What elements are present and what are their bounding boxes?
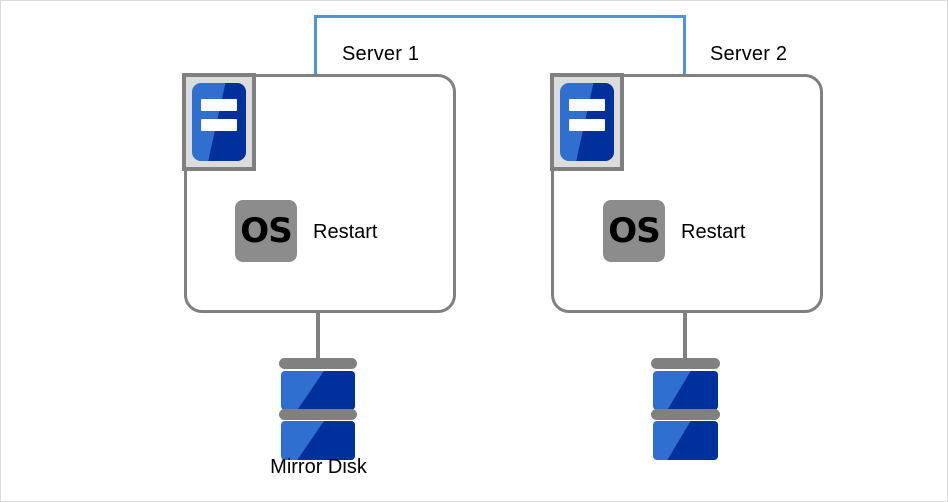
server-2-label: Server 2 bbox=[710, 43, 788, 65]
server-1-blade-icon bbox=[182, 73, 256, 171]
server-2-os-status: Restart bbox=[681, 221, 746, 243]
server-2-box bbox=[551, 74, 823, 313]
blade-body bbox=[192, 83, 246, 161]
blade-slot-bottom bbox=[201, 119, 237, 131]
server-2-blade-icon bbox=[550, 73, 624, 171]
disk-platter-shade bbox=[297, 371, 355, 410]
disk-platter-top bbox=[281, 371, 355, 410]
disk-platter-shade bbox=[667, 371, 718, 410]
disk-bar-top bbox=[279, 358, 357, 369]
disk-bar-top bbox=[651, 358, 720, 369]
disk-bar-middle bbox=[651, 409, 720, 420]
server-2-os-icon: OS bbox=[603, 200, 665, 262]
server-1-disk-link bbox=[316, 313, 320, 361]
blade-body bbox=[560, 83, 614, 161]
disk-platter-top bbox=[653, 371, 718, 410]
server-1-os-status: Restart bbox=[313, 221, 378, 243]
server-1-label: Server 1 bbox=[342, 43, 420, 65]
server-1-disk-label: Mirror Disk bbox=[270, 456, 367, 478]
server-2-disk-link bbox=[683, 313, 687, 361]
blade-slot-top bbox=[569, 99, 605, 111]
blade-slot-top bbox=[201, 99, 237, 111]
disk-platter-bottom bbox=[653, 421, 718, 460]
disk-platter-shade bbox=[667, 421, 718, 460]
server-1-disk-icon bbox=[279, 358, 357, 460]
interconnect-right-segment bbox=[683, 15, 686, 77]
disk-platter-bottom bbox=[281, 421, 355, 460]
blade-slot-bottom bbox=[569, 119, 605, 131]
interconnect-top-segment bbox=[314, 15, 686, 18]
server-2-disk-icon bbox=[651, 358, 720, 460]
disk-platter-shade bbox=[297, 421, 355, 460]
server-1-os-icon: OS bbox=[235, 200, 297, 262]
interconnect-left-segment bbox=[314, 15, 317, 77]
disk-bar-middle bbox=[279, 409, 357, 420]
